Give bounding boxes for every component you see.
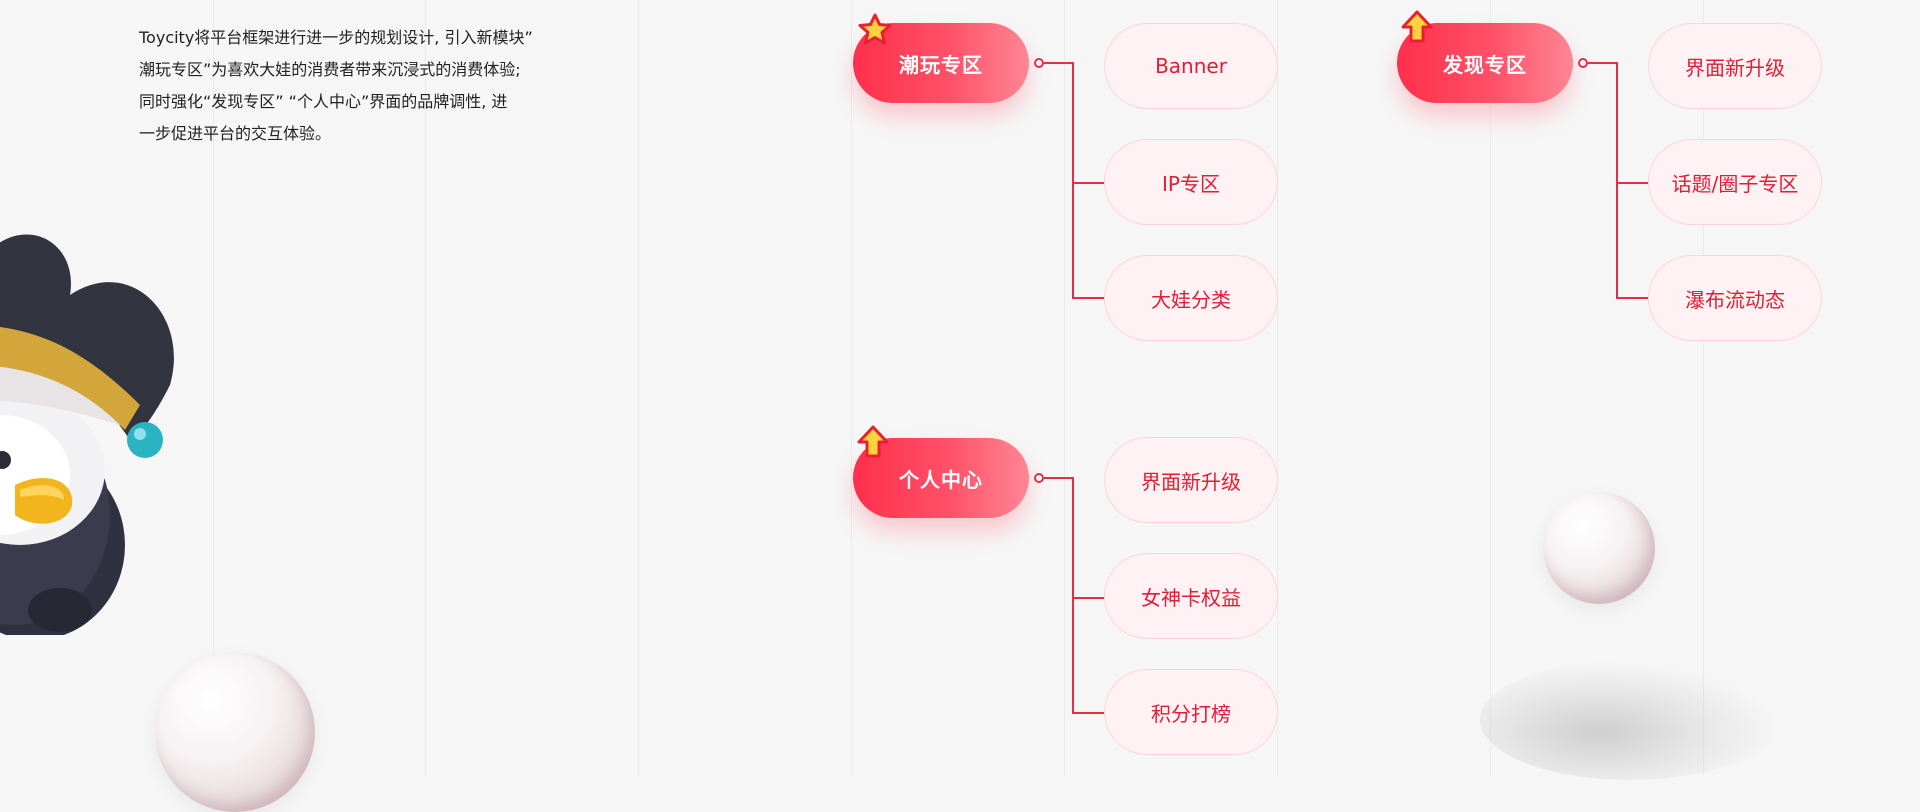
intro-text: Toycity将平台框架进行进一步的规划设计, 引入新模块” 潮玩专区”为喜欢大… <box>139 22 559 150</box>
sub-node: 界面新升级 <box>1104 437 1278 523</box>
penguin-mascot-illustration <box>0 234 174 635</box>
sub-node-label: 瀑布流动态 <box>1685 287 1785 312</box>
grid-line <box>1277 0 1278 776</box>
sub-node-label: 界面新升级 <box>1141 469 1241 494</box>
sub-node-label: 积分打榜 <box>1151 701 1231 726</box>
main-node-label: 潮玩专区 <box>899 52 983 77</box>
sub-node-label: 大娃分类 <box>1151 287 1231 312</box>
main-node-label: 发现专区 <box>1443 52 1527 77</box>
grid-line <box>213 0 214 776</box>
grid-line <box>1064 0 1065 776</box>
sub-node: 话题/圈子专区 <box>1648 139 1822 225</box>
sub-node-label: 女神卡权益 <box>1141 585 1241 610</box>
connector-line <box>1072 477 1074 714</box>
connector-line <box>1616 297 1648 299</box>
sub-node: 女神卡权益 <box>1104 553 1278 639</box>
sub-node: 界面新升级 <box>1648 23 1822 109</box>
star-badge-icon <box>858 13 892 45</box>
grid-line <box>425 0 426 776</box>
sub-node: 大娃分类 <box>1104 255 1278 341</box>
main-node-personal-center: 个人中心 <box>853 438 1029 518</box>
sub-node: Banner <box>1104 23 1278 109</box>
main-node-chaowan: 潮玩专区 <box>853 23 1029 103</box>
connector-line <box>1044 62 1073 64</box>
pearl-bubble-decoration <box>155 652 315 812</box>
sub-node-label: IP专区 <box>1162 171 1220 196</box>
connector-line <box>1616 62 1618 299</box>
connector-line <box>1616 182 1648 184</box>
connector-line <box>1072 712 1104 714</box>
grid-line <box>1703 0 1704 776</box>
arrow-up-badge-icon <box>857 425 889 458</box>
sub-node: 瀑布流动态 <box>1648 255 1822 341</box>
main-node-discover: 发现专区 <box>1397 23 1573 103</box>
connector-line <box>1072 297 1104 299</box>
intro-line: 一步促进平台的交互体验。 <box>139 124 332 143</box>
connector-line <box>1072 62 1074 299</box>
pearl-bubble-decoration <box>1543 492 1655 604</box>
intro-line: Toycity将平台框架进行进一步的规划设计, 引入新模块” <box>139 28 533 47</box>
connector-line <box>1072 597 1104 599</box>
sub-node: IP专区 <box>1104 139 1278 225</box>
sub-node: 积分打榜 <box>1104 669 1278 755</box>
connector-dot <box>1034 473 1044 483</box>
intro-line: 潮玩专区”为喜欢大娃的消费者带来沉浸式的消费体验; <box>139 60 521 79</box>
grid-line <box>1490 0 1491 776</box>
connector-line <box>1588 62 1617 64</box>
grid-line <box>638 0 639 776</box>
connector-dot <box>1034 58 1044 68</box>
connector-line <box>1044 477 1073 479</box>
connector-line <box>1072 182 1104 184</box>
sub-node-label: Banner <box>1155 54 1227 78</box>
main-node-label: 个人中心 <box>899 467 983 492</box>
arrow-up-badge-icon <box>1401 10 1433 43</box>
connector-dot <box>1578 58 1588 68</box>
sub-node-label: 界面新升级 <box>1685 55 1785 80</box>
soft-shadow-decoration <box>1480 660 1780 780</box>
sub-node-label: 话题/圈子专区 <box>1671 171 1799 196</box>
intro-line: 同时强化“发现专区” “个人中心”界面的品牌调性, 进 <box>139 92 508 111</box>
grid-line <box>851 0 852 776</box>
